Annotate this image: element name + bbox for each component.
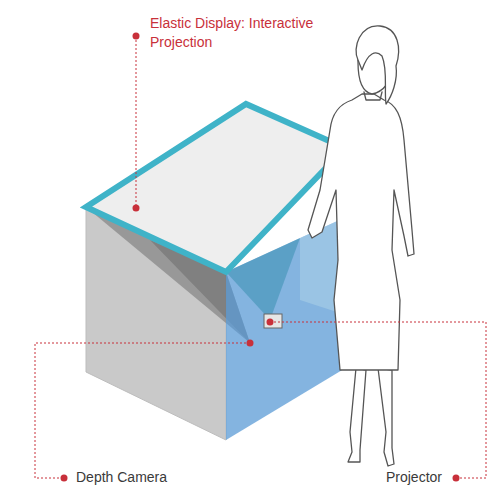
callout-leader-camera — [35, 340, 254, 482]
callout-label: Depth Camera — [76, 468, 216, 487]
projector-box — [264, 314, 282, 328]
callout-label: Projector — [302, 468, 442, 487]
callout-title: Elastic Display: Interactive Projection — [150, 14, 320, 52]
elastic-display-surface — [86, 104, 345, 272]
callout-leader-display — [133, 33, 140, 212]
callout-leader-projector — [267, 319, 487, 482]
person-figure — [308, 26, 414, 466]
